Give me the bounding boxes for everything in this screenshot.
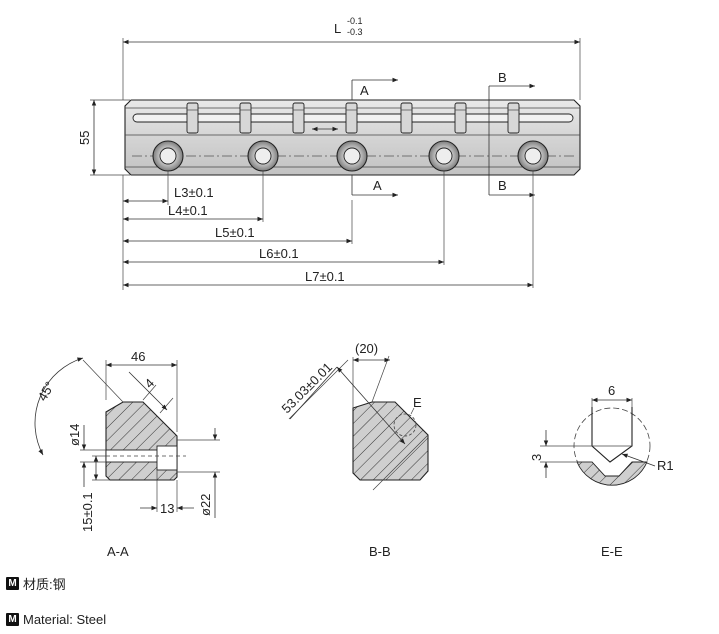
mounting-hole: [428, 140, 460, 172]
height-dimension: 55: [77, 99, 130, 176]
ee-height-label: 3: [529, 454, 544, 461]
section-a-label-bottom: A: [373, 178, 382, 193]
position-dimensions: L3±0.1 L4±0.1 L5±0.1 L6±0.1 L7±0.1: [122, 171, 534, 290]
pin: [292, 102, 305, 134]
aa-caption: A-A: [107, 544, 129, 559]
section-ee-body: [576, 461, 648, 486]
aa-bore-large-label: ø22: [198, 494, 213, 516]
section-a-marker: A A: [351, 77, 398, 198]
section-a-label-top: A: [360, 83, 369, 98]
section-b-label-top: B: [498, 70, 507, 85]
ee-width-label: 6: [608, 383, 615, 398]
aa-chamfer-label: 4: [142, 375, 158, 391]
l7-label: L7±0.1: [305, 269, 345, 284]
aa-width-label: 46: [131, 349, 145, 364]
section-b-marker: B B: [488, 70, 535, 198]
material-icon: M: [6, 613, 19, 626]
pin: [507, 102, 520, 134]
pin: [239, 102, 252, 134]
section-b-label-bottom: B: [498, 178, 507, 193]
material-icon: M: [6, 577, 19, 590]
l4-label: L4±0.1: [168, 203, 208, 218]
pin: [400, 102, 413, 134]
aa-angle-label: 45°: [35, 379, 58, 404]
aa-step-label: 13: [160, 501, 174, 516]
bb-caption: B-B: [369, 544, 391, 559]
section-bb-body: [352, 401, 429, 481]
l6-label: L6±0.1: [259, 246, 299, 261]
section-bb: E (20) 53.03±0.01 B-B: [279, 341, 429, 559]
mounting-hole: [152, 140, 184, 172]
overall-length-dimension: L -0.1 -0.3: [122, 16, 581, 100]
pin: [345, 102, 358, 134]
mounting-holes: [152, 140, 549, 172]
locating-pins: [186, 102, 520, 134]
l3-label: L3±0.1: [174, 185, 214, 200]
pin: [186, 102, 199, 134]
aa-bore-small-label: ø14: [67, 424, 82, 446]
mounting-hole: [247, 140, 279, 172]
material-text-en: Material: Steel: [23, 612, 107, 627]
bb-diagonal-label: 53.03±0.01: [279, 360, 336, 417]
ee-caption: E-E: [601, 544, 623, 559]
pin: [454, 102, 467, 134]
top-view: L -0.1 -0.3 55: [77, 16, 581, 290]
aa-offset-label: 15±0.1: [80, 492, 95, 532]
mounting-hole: [336, 140, 368, 172]
bb-ref-label: (20): [355, 341, 378, 356]
material-note-zh: M 材质:钢: [6, 574, 66, 593]
section-aa: 46 45° 4 ø14 15±0.1 ø22 13 A-A: [34, 349, 220, 559]
material-text-zh: 材质:钢: [23, 577, 66, 592]
overall-length-symbol: L: [334, 21, 341, 36]
height-label: 55: [77, 131, 92, 145]
material-note-en: M Material: Steel: [6, 612, 106, 627]
detail-e-circle: [393, 413, 417, 437]
overall-length-tol-lower: -0.3: [347, 27, 363, 37]
detail-e-label: E: [413, 395, 422, 410]
ee-radius-label: R1: [657, 458, 674, 473]
mounting-hole: [517, 140, 549, 172]
section-ee: 6 3 R1 E-E: [529, 383, 674, 559]
overall-length-tol-upper: -0.1: [347, 16, 363, 26]
l5-label: L5±0.1: [215, 225, 255, 240]
